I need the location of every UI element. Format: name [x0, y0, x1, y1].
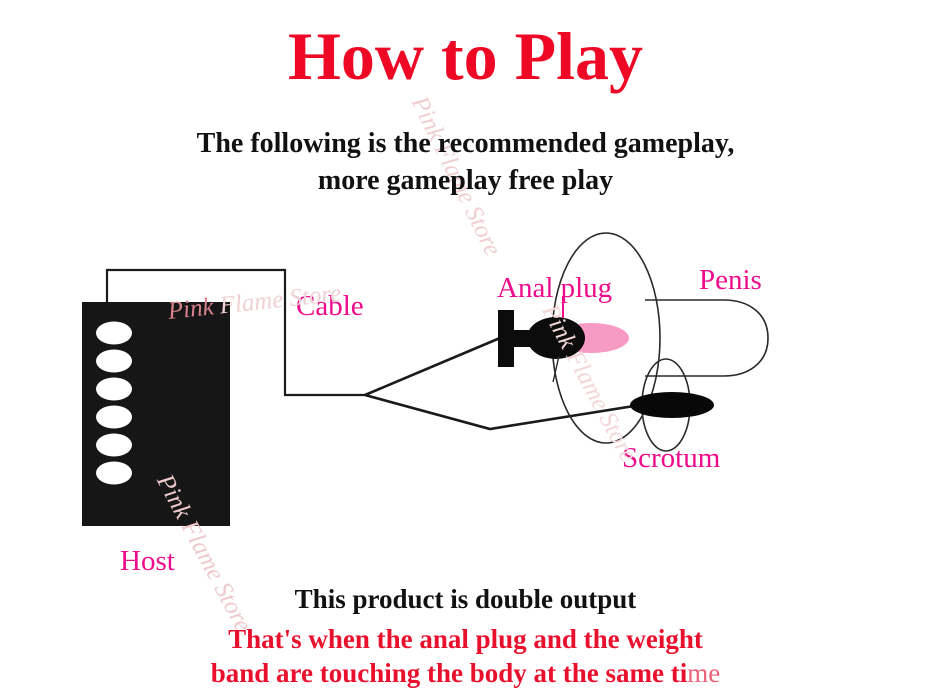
label-penis: Penis: [699, 264, 762, 296]
subtitle-line-2: more gameplay free play: [317, 164, 614, 196]
label-cable: Cable: [296, 290, 364, 322]
footnote-warning-line-2-bold: band are touching the body at the same t…: [210, 658, 688, 689]
anal-plug-leader-line: [552, 355, 560, 383]
host-button[interactable]: [96, 433, 132, 457]
anal-plug-bulb: [527, 317, 585, 359]
footnote-double-output: This product is double output: [294, 584, 637, 614]
footnote-warning-line-1: That's when the anal plug and the weight: [228, 624, 703, 654]
host-button[interactable]: [96, 461, 132, 485]
label-host: Host: [120, 545, 175, 577]
footnote-warning-line-2: band are touching the body at the same t…: [0, 656, 931, 690]
cable-branch-anal-plug: [364, 336, 501, 397]
cable-branch-weight-band: [364, 393, 641, 431]
weight-band: [630, 392, 714, 418]
label-anal-plug: Anal plug: [497, 272, 613, 304]
label-scrotum: Scrotum: [622, 442, 721, 474]
host-button[interactable]: [96, 377, 132, 401]
cable-path: [105, 268, 365, 397]
anal-plug-base: [498, 310, 514, 367]
page-title: How to Play: [287, 18, 644, 94]
subtitle-line-1: The following is the recommended gamepla…: [196, 128, 735, 159]
host-button[interactable]: [96, 321, 132, 345]
page-subtitle: The following is the recommended gamepla…: [0, 126, 931, 200]
footnote-warning-line-2-thin: me: [687, 658, 721, 689]
footnote-warning: That's when the anal plug and the weight…: [0, 622, 931, 690]
host-button[interactable]: [96, 405, 132, 429]
host-button[interactable]: [96, 349, 132, 373]
penis-shaft-and-glans: [645, 299, 769, 377]
